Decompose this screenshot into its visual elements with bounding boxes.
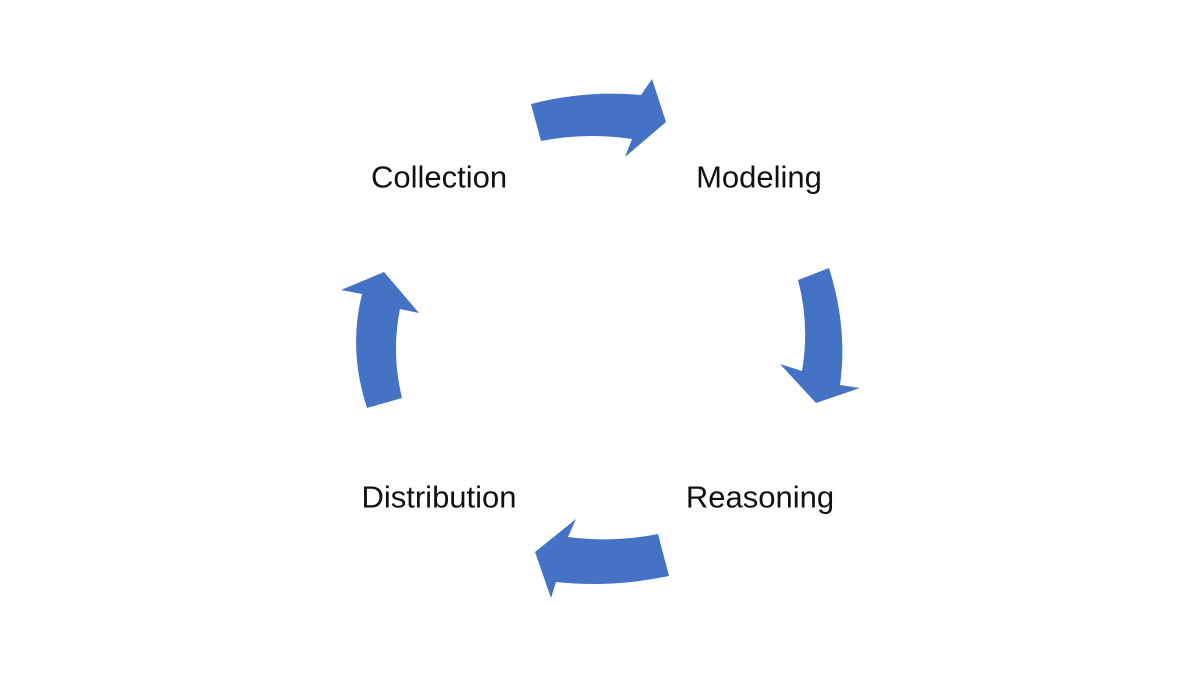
curved-arrow-icon [531,79,666,157]
curved-arrow-icon [341,272,419,408]
stage-label-collection: Collection [370,159,508,195]
stage-label-reasoning: Reasoning [685,479,835,515]
stage-label-distribution: Distribution [361,479,517,515]
curved-arrow-icon [535,519,669,598]
stage-label-modeling: Modeling [696,159,822,195]
curved-arrow-icon [780,268,860,403]
